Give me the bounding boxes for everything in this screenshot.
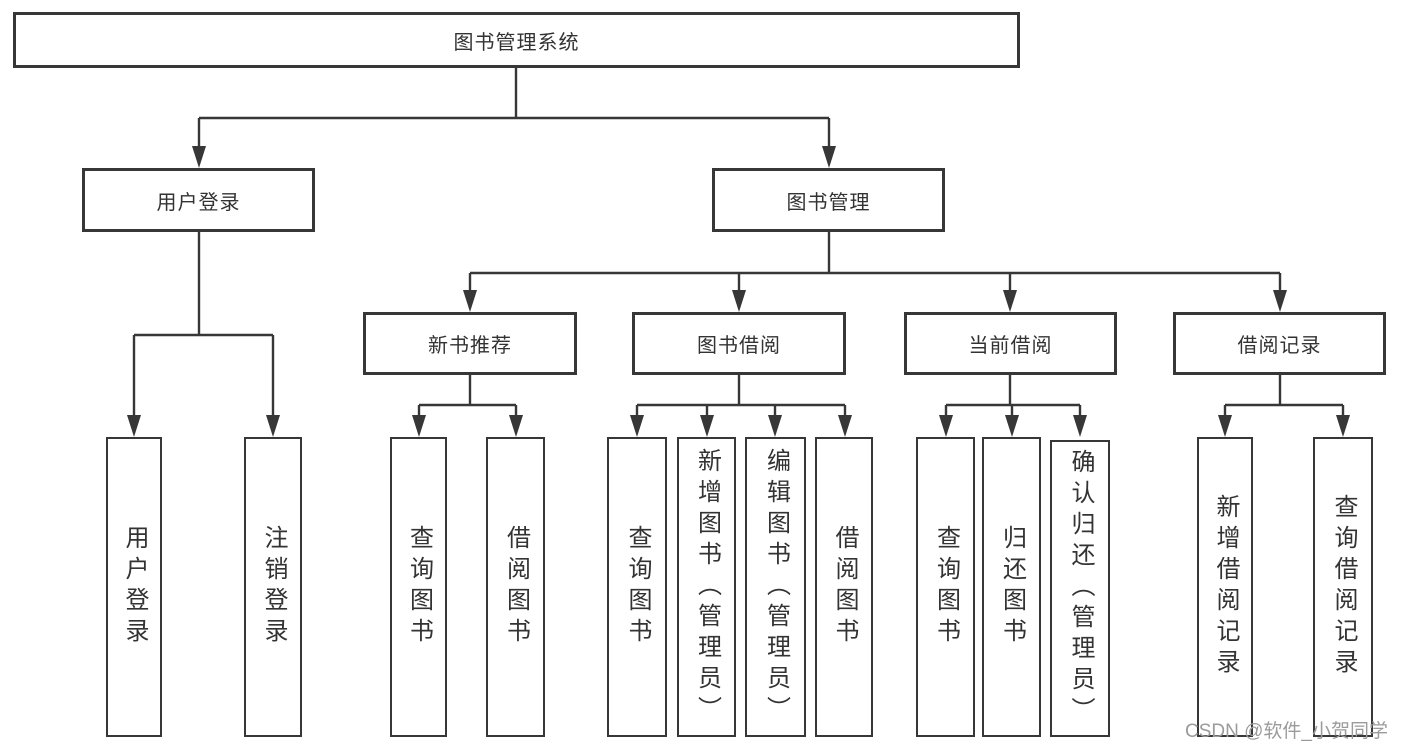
leaf-add-borrow-record: 新增借阅记录 [1197, 437, 1253, 737]
node-label: 查询图书 [405, 525, 433, 649]
node-book-management: 图书管理 [712, 168, 945, 232]
node-label: 新增借阅记录 [1212, 494, 1239, 680]
node-label: 借阅记录 [1237, 335, 1322, 357]
leaf-logout: 注销登录 [244, 437, 302, 737]
leaf-confirm-return-admin: 确认归还（管理员） [1050, 440, 1110, 737]
leaf-query-book-current: 查询图书 [916, 437, 975, 737]
node-label: 归还图书 [998, 525, 1026, 649]
leaf-edit-book-admin: 编辑图书（管理员） [745, 437, 806, 737]
node-label: 借阅图书 [831, 525, 858, 649]
leaf-borrow-book-recommend: 借阅图书 [486, 437, 545, 737]
node-label: 注销登录 [260, 525, 287, 649]
node-book-borrow: 图书借阅 [632, 312, 846, 375]
node-label: 当前借阅 [968, 335, 1053, 357]
node-label: 新书推荐 [428, 335, 512, 357]
node-borrow-records: 借阅记录 [1173, 312, 1386, 375]
arrow-down-icons [127, 146, 1350, 437]
leaf-query-book-borrow: 查询图书 [607, 437, 667, 737]
node-label: 图书管理 [786, 191, 871, 214]
node-label: 查询图书 [624, 525, 651, 649]
leaf-add-book-admin: 新增图书（管理员） [677, 437, 736, 737]
leaf-return-book: 归还图书 [982, 437, 1041, 737]
node-label: 用户登录 [121, 525, 148, 649]
node-label: 确认归还（管理员） [1067, 449, 1094, 728]
node-root: 图书管理系统 [13, 12, 1020, 68]
leaf-query-book-recommend: 查询图书 [390, 437, 447, 737]
node-user-login-group: 用户登录 [82, 168, 315, 232]
node-label: 新增图书（管理员） [693, 447, 721, 727]
csdn-watermark: CSDN @软件_小贺同学 [1185, 721, 1388, 742]
leaf-borrow-book: 借阅图书 [815, 437, 873, 737]
node-label: 图书借阅 [697, 335, 781, 357]
leaf-query-borrow-record: 查询借阅记录 [1313, 437, 1373, 737]
node-label: 查询图书 [932, 525, 960, 649]
node-label: 图书管理系统 [453, 31, 580, 54]
node-label: 用户登录 [156, 191, 241, 214]
node-current-borrow: 当前借阅 [904, 312, 1117, 375]
edge-strokes [132, 68, 1345, 428]
node-label: 查询借阅记录 [1330, 494, 1357, 680]
leaf-user-login: 用户登录 [106, 437, 162, 737]
node-new-book-recommend: 新书推荐 [363, 312, 577, 375]
node-label: 借阅图书 [502, 525, 530, 649]
node-label: 编辑图书（管理员） [762, 447, 790, 727]
